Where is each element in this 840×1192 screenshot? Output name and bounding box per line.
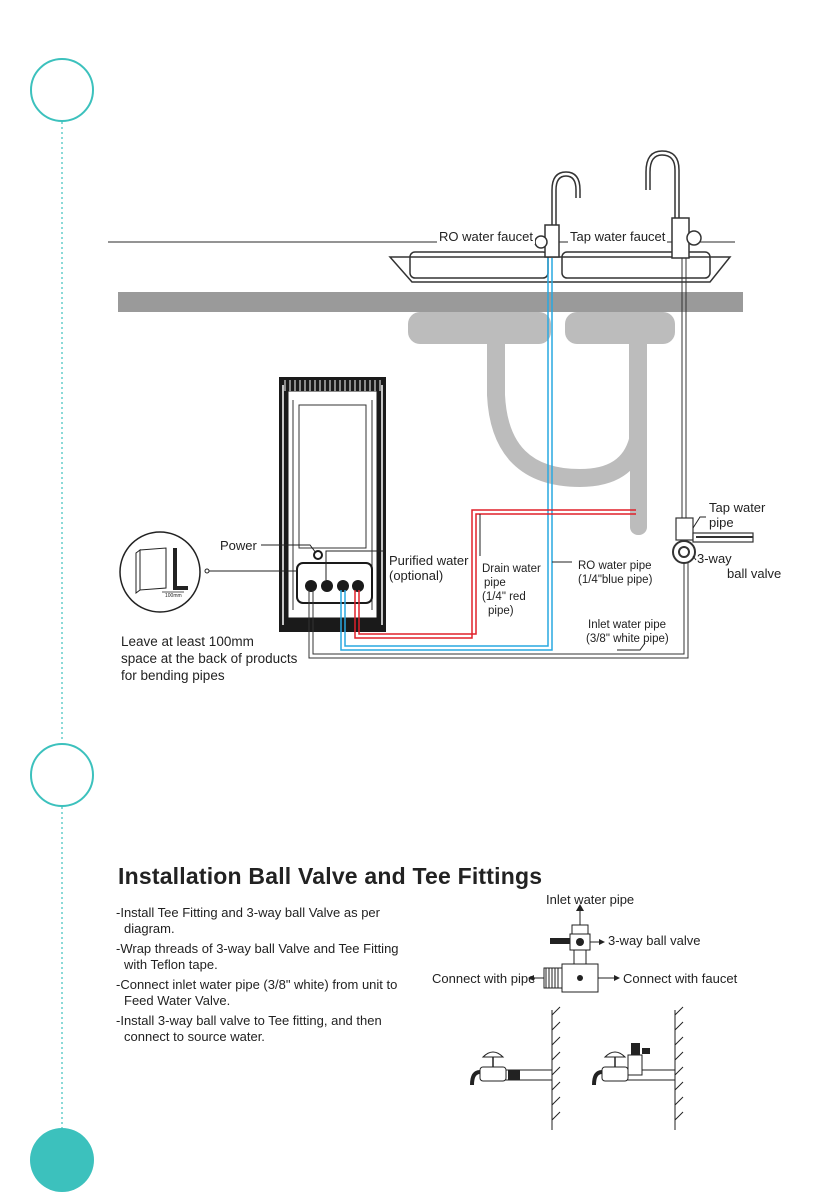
tap-water-pipe-line-1: Tap water	[709, 500, 766, 515]
ball-valve-line-2: ball valve	[727, 566, 782, 581]
drain-pipe-line-3: (1/4" red	[482, 591, 526, 603]
section-title: Installation Ball Valve and Tee Fittings	[118, 863, 543, 889]
fitting-ballvalve-label: 3-way ball valve	[608, 933, 701, 948]
space-note: Leave at least 100mm space at the back o…	[121, 633, 297, 684]
step-3: -Connect inlet water pipe (3/8" white) f…	[116, 977, 398, 1008]
fitting-connect-faucet-label: Connect with faucet	[623, 971, 738, 986]
tap-faucet-drawing	[645, 150, 702, 259]
inlet-pipe-line-1: Inlet water pipe	[588, 619, 666, 631]
sink-bowls-under	[408, 312, 675, 344]
ro-pipe-line-2: (1/4"blue pipe)	[578, 574, 653, 586]
ro-blue-pipe	[340, 258, 553, 651]
purified-water-line-2: (optional)	[389, 568, 444, 583]
fitting-connect-pipe-label: Connect with pipe	[432, 971, 536, 986]
drain-stub	[630, 340, 647, 535]
tap-water-pipe-line-2: pipe	[709, 515, 734, 530]
purifier-unit-drawing	[279, 377, 386, 632]
drain-pipe-line-1: Drain water	[482, 563, 541, 575]
space-note-line-2: space at the back of products	[121, 651, 298, 666]
inlet-pipe-label: Inlet water pipe (3/8" white pipe)	[586, 618, 669, 646]
fitting-inlet-label: Inlet water pipe	[546, 892, 635, 907]
space-note-line-3: for bending pipes	[121, 668, 225, 683]
power-label: Power	[220, 538, 257, 553]
counter-slab	[118, 292, 743, 312]
purified-water-line-1: Purified water	[389, 553, 469, 568]
space-note-line-1: Leave at least 100mm	[121, 634, 254, 649]
step-1: -Install Tee Fitting and 3-way ball Valv…	[116, 905, 380, 936]
inset-detail	[119, 531, 210, 613]
ro-faucet-label: RO water faucet	[437, 229, 535, 244]
step-marker-filled	[30, 1128, 94, 1192]
purified-water-label: Purified water (optional)	[389, 553, 468, 583]
timeline-decoration	[30, 58, 94, 1192]
drain-trap	[487, 340, 647, 488]
drain-pipe-label: Drain water pipe (1/4" red pipe)	[482, 562, 541, 618]
installation-steps: -Install Tee Fitting and 3-way ball Valv…	[116, 905, 401, 1049]
drain-pipe-line-2: pipe	[484, 577, 506, 589]
tap-water-pipe-label: Tap water pipe	[709, 500, 765, 530]
ro-faucet-drawing	[534, 171, 581, 258]
ball-valve-label: 3-way ball valve	[697, 551, 781, 581]
inlet-pipe-line-2: (3/8" white pipe)	[586, 633, 669, 645]
drain-red-pipe	[354, 509, 636, 639]
inlet-white-pipe	[308, 558, 689, 659]
step-marker-circle-1	[30, 58, 94, 122]
ro-pipe-line-1: RO water pipe	[578, 560, 652, 572]
inset-dimension-label: 100mm	[165, 593, 182, 599]
ro-pipe-label: RO water pipe (1/4"blue pipe)	[578, 559, 652, 587]
installation-diagram	[108, 150, 754, 659]
tee-ballvalve-drawing	[672, 517, 754, 564]
step-2: -Wrap threads of 3-way ball Valve and Te…	[116, 941, 399, 972]
ball-valve-line-1: 3-way	[697, 551, 732, 566]
tap-supply-pipe	[681, 258, 687, 525]
tap-faucet-label: Tap water faucet	[568, 229, 668, 244]
step-marker-circle-2	[30, 743, 94, 807]
fitting-diagram	[470, 904, 684, 1130]
drain-pipe-line-4: pipe)	[488, 605, 514, 617]
leader-lines	[209, 514, 706, 651]
step-4: -Install 3-way ball valve to Tee fitting…	[116, 1013, 382, 1044]
